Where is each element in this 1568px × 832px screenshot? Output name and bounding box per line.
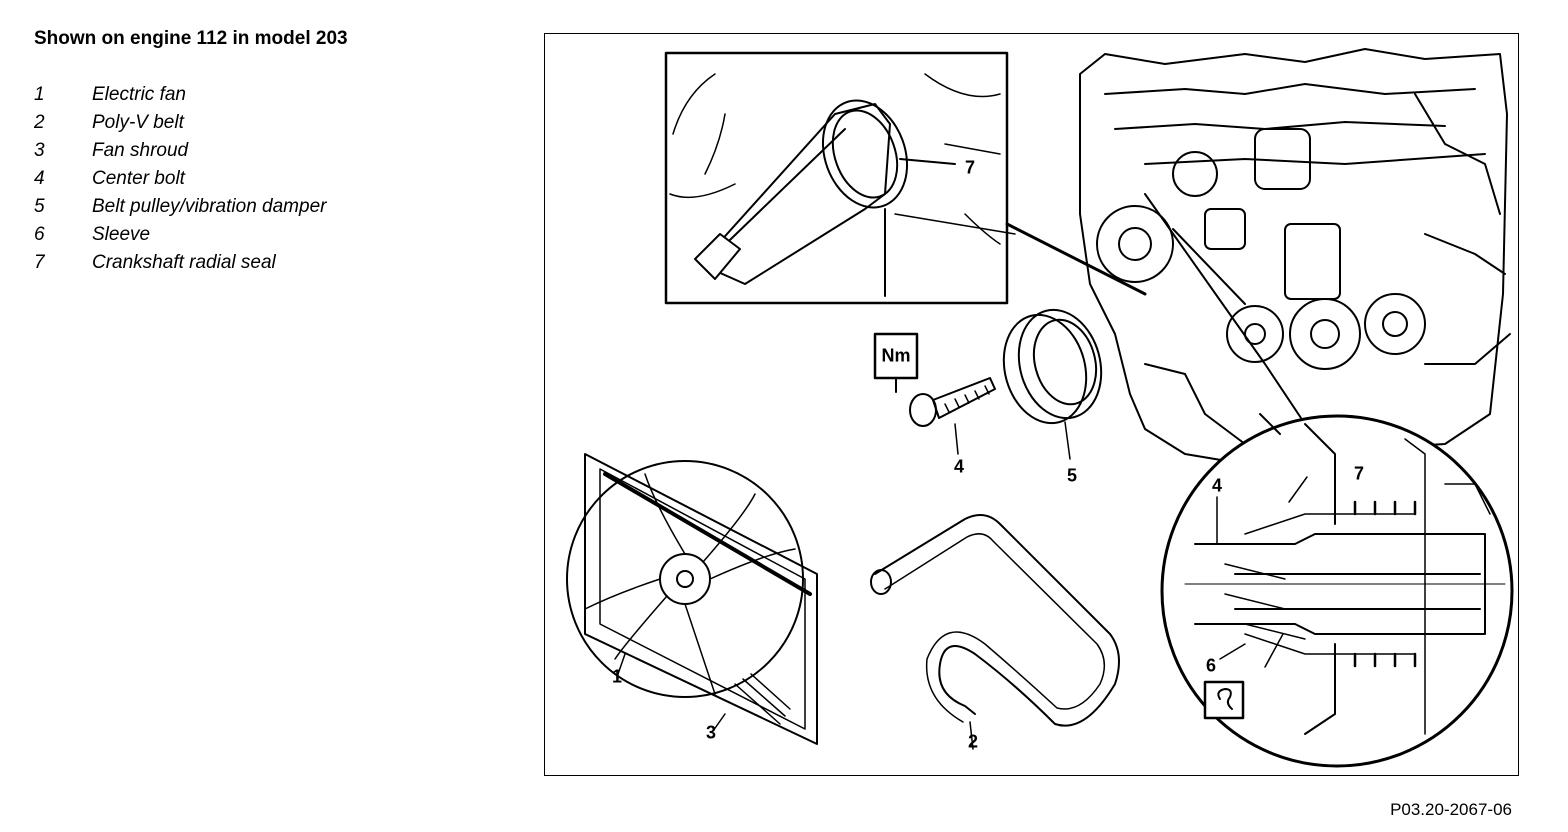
belt-illustration	[870, 514, 1120, 750]
seal-detail-inset	[664, 51, 1016, 305]
callout-3: 3	[705, 722, 717, 743]
engine-illustration	[1079, 48, 1511, 465]
legend-item: 4 Center bolt	[34, 168, 326, 196]
torque-symbol	[873, 332, 919, 393]
pulley-illustration	[1002, 308, 1103, 460]
legend-label: Fan shroud	[92, 140, 189, 161]
legend-number: 4	[34, 168, 45, 189]
callout-2: 2	[967, 731, 979, 752]
exploded-diagram: Nm 1 2 3 4 5 4 6 7 7	[544, 33, 1519, 776]
legend-item: 5 Belt pulley/vibration damper	[34, 196, 326, 224]
legend-item: 6 Sleeve	[34, 224, 326, 252]
legend-number: 3	[34, 140, 45, 161]
callout-5: 5	[1066, 465, 1078, 486]
legend-number: 2	[34, 112, 45, 133]
legend-item: 2 Poly-V belt	[34, 112, 326, 140]
callout-4-detail: 4	[1211, 475, 1223, 496]
center-bolt-illustration	[909, 377, 996, 455]
legend-label: Crankshaft radial seal	[92, 252, 276, 273]
legend-item: 3 Fan shroud	[34, 140, 326, 168]
legend-number: 1	[34, 84, 45, 105]
legend-item: 1 Electric fan	[34, 84, 326, 112]
page-title: Shown on engine 112 in model 203	[34, 28, 348, 49]
legend-label: Electric fan	[92, 84, 186, 105]
torque-symbol-label: Nm	[881, 345, 911, 366]
callout-4: 4	[953, 456, 965, 477]
diagram-drawing	[566, 48, 1514, 768]
legend-number: 5	[34, 196, 45, 217]
legend-item: 7 Crankshaft radial seal	[34, 252, 326, 280]
leader-line	[1005, 222, 1147, 296]
legend-number: 7	[34, 252, 45, 273]
legend-label: Belt pulley/vibration damper	[92, 196, 327, 217]
legend-label: Center bolt	[92, 168, 185, 189]
legend-label: Poly-V belt	[92, 112, 184, 133]
parts-legend: 1 Electric fan 2 Poly-V belt 3 Fan shroud 4…	[34, 84, 326, 280]
legend-number: 6	[34, 224, 45, 245]
callout-7-inset: 7	[964, 157, 976, 178]
crankshaft-section-detail	[1160, 414, 1514, 768]
figure-code: P03.20-2067-06	[1390, 800, 1512, 819]
section-line	[1259, 413, 1281, 435]
callout-6: 6	[1205, 655, 1217, 676]
callout-7-detail: 7	[1353, 463, 1365, 484]
callout-1: 1	[611, 666, 623, 687]
fan-shroud-illustration	[566, 453, 818, 745]
legend-label: Sleeve	[92, 224, 151, 245]
